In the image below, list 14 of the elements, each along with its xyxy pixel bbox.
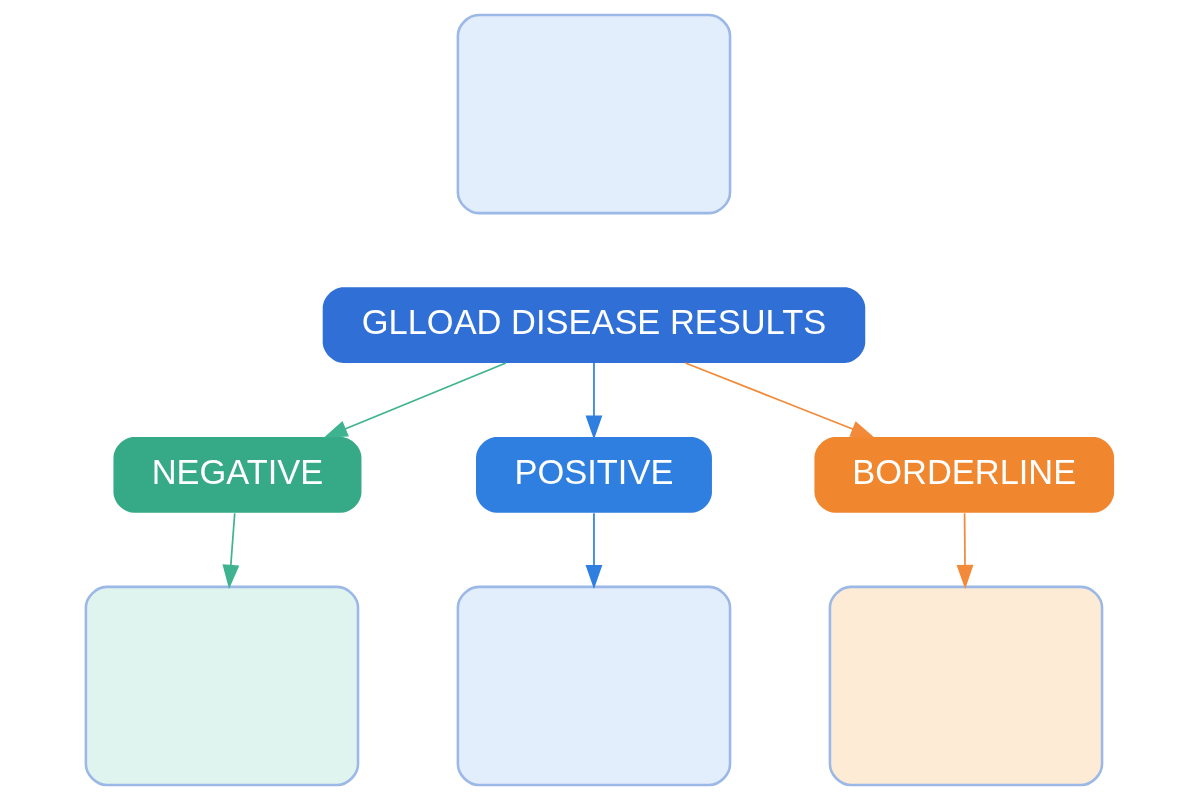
node-box (456, 13, 732, 215)
arrow (684, 362, 875, 438)
node-box: BORDERLINE (814, 437, 1115, 513)
arrow (585, 512, 603, 590)
node-box: NEGATIVE (113, 437, 362, 513)
node-box (456, 585, 732, 787)
node-box (84, 585, 360, 787)
node-box: GLLOAD DISEASE RESULTS (322, 287, 866, 363)
node-box: POSITIVE (476, 437, 712, 513)
node-box (828, 585, 1104, 787)
arrow (222, 512, 240, 590)
arrow (323, 362, 507, 438)
arrow (585, 362, 603, 440)
arrow (956, 512, 974, 590)
